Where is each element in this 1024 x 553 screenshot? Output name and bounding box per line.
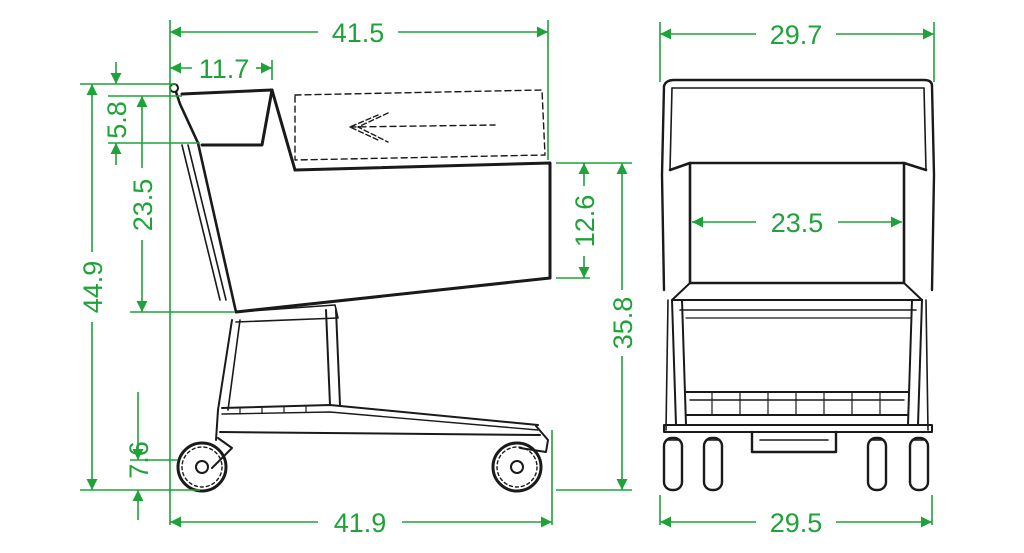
side-front-wheel	[176, 441, 228, 493]
dim-front-width-top: 29.7	[770, 20, 823, 50]
front-view-cart	[660, 78, 936, 454]
dim-overall-length-top: 41.5	[332, 18, 385, 48]
side-view-cart	[169, 83, 552, 469]
dim-child-seat-height: 5.8	[102, 101, 132, 139]
dim-basket-front-height: 12.6	[570, 195, 600, 248]
dim-front-inner-width: 23.5	[771, 208, 824, 238]
front-caster-3	[866, 436, 888, 492]
front-caster-1	[662, 436, 684, 492]
dimension-labels: 41.5 11.7 5.8 23.5 44.9 7.6 41.9 12.6 35…	[78, 18, 823, 538]
dim-handle-height: 35.8	[608, 297, 638, 350]
dim-overall-height: 44.9	[78, 261, 108, 314]
dim-wheel-clearance: 7.6	[124, 441, 154, 479]
dimension-lines	[80, 20, 935, 528]
dim-basket-front-offset: 11.7	[199, 54, 250, 84]
front-caster-2	[702, 436, 724, 492]
side-rear-wheel	[491, 441, 543, 493]
front-caster-4	[908, 436, 930, 492]
dim-overall-length-bottom: 41.9	[334, 508, 387, 538]
dim-basket-depth: 23.5	[128, 179, 158, 232]
dim-front-width-bottom: 29.5	[770, 508, 823, 538]
